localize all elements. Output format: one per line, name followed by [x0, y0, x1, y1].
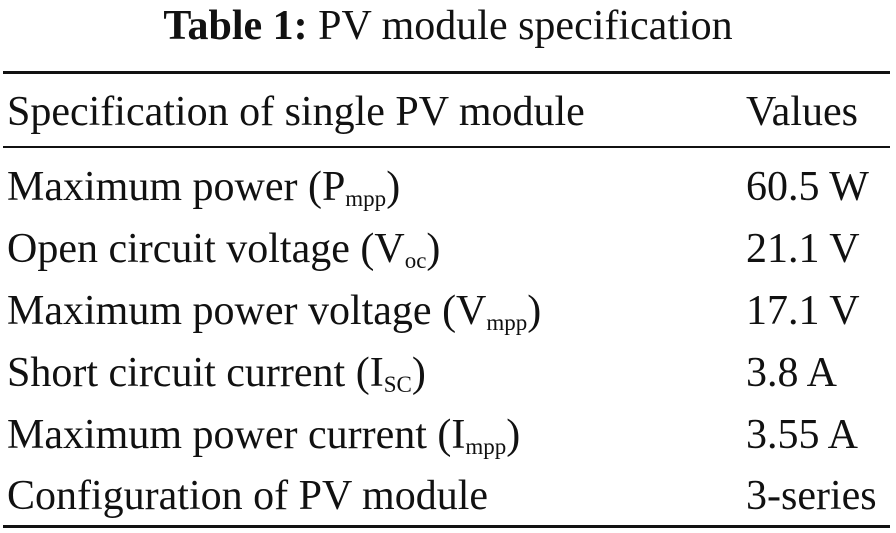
row-spec-name: Open circuit voltage (Voc) [7, 226, 441, 273]
table-caption-label: Table 1: [163, 3, 308, 49]
row-value: 3.8 A [746, 350, 838, 396]
table-row: Maximum power (Pmpp) 60.5 W [0, 157, 896, 217]
table-header-rule [3, 146, 890, 148]
row-spec-name: Maximum power current (Impp) [7, 412, 521, 459]
header-specification: Specification of single PV module [7, 89, 585, 135]
table-caption: Table 1: PV module specification [0, 0, 896, 56]
header-values: Values [746, 89, 858, 135]
row-spec-name: Short circuit current (ISC) [7, 350, 426, 397]
table-header-row: Specification of single PV module Values [0, 82, 896, 142]
row-value: 3-series [746, 473, 877, 519]
table-top-rule [3, 71, 890, 74]
table-row: Configuration of PV module 3-series [0, 466, 896, 526]
row-value: 3.55 A [746, 412, 859, 458]
row-spec-name: Maximum power (Pmpp) [7, 164, 401, 211]
row-value: 60.5 W [746, 164, 869, 210]
row-value: 21.1 V [746, 226, 860, 272]
table-bottom-rule [3, 525, 890, 528]
table-caption-title: PV module specification [318, 3, 733, 49]
table-row: Maximum power voltage (Vmpp) 17.1 V [0, 281, 896, 341]
row-value: 17.1 V [746, 288, 860, 334]
row-spec-name: Configuration of PV module [7, 473, 489, 519]
row-spec-name: Maximum power voltage (Vmpp) [7, 288, 542, 335]
table-row: Maximum power current (Impp) 3.55 A [0, 405, 896, 465]
table-row: Open circuit voltage (Voc) 21.1 V [0, 219, 896, 279]
table-row: Short circuit current (ISC) 3.8 A [0, 343, 896, 403]
